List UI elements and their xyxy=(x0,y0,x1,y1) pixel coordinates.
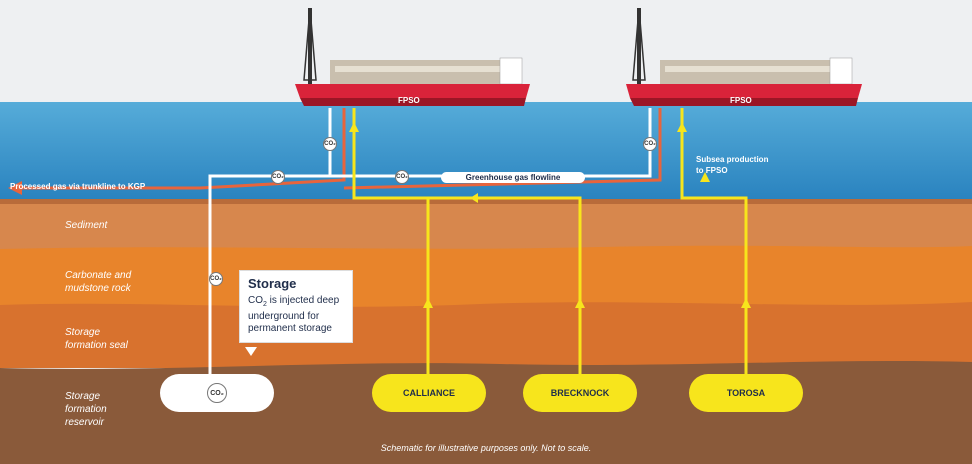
seal-layer xyxy=(0,302,972,368)
fpso-vessel-1 xyxy=(295,7,530,106)
sediment-layer xyxy=(0,199,972,249)
storage-description: CO2 is injected deep underground for per… xyxy=(248,295,344,335)
carbonate-layer xyxy=(0,245,972,310)
label-seal-line2: formation seal xyxy=(65,340,128,351)
subsea-line1: Subsea production xyxy=(696,155,769,164)
label-carbonate: Carbonate and mudstone rock xyxy=(65,269,131,295)
storage-title: Storage xyxy=(248,276,297,291)
processed-gas-label: Processed gas via trunkline to KGP xyxy=(10,182,146,191)
co2-text: CO xyxy=(248,295,263,306)
storage-text-line2: underground for xyxy=(248,311,320,322)
label-sediment: Sediment xyxy=(65,220,108,231)
co2-badge-icon: CO₂ xyxy=(207,383,227,403)
footnote: Schematic for illustrative purposes only… xyxy=(380,443,592,453)
gas-trunkline xyxy=(20,108,662,190)
co2-badge-icon: CO₂ xyxy=(643,137,657,151)
production-arrows xyxy=(349,122,751,308)
co2-badge-icon: CO₂ xyxy=(271,170,285,184)
label-seal: Storage formation seal xyxy=(65,326,128,352)
field-calliance: CALLIANCE xyxy=(372,374,486,412)
label-reservoir-line1: Storage xyxy=(65,391,101,402)
storage-text-line3: permanent storage xyxy=(248,323,332,334)
fpso-label-1: FPSO xyxy=(398,96,420,105)
production-flowlines xyxy=(352,108,748,376)
storage-pointer xyxy=(245,347,257,356)
greenhouse-flowline-label: Greenhouse gas flowline xyxy=(441,172,585,183)
subsea-line2: to FPSO xyxy=(696,166,728,175)
label-reservoir: Storage formation reservoir xyxy=(65,390,107,429)
co2-storage-reservoir: CO₂ xyxy=(160,374,274,412)
storage-text-line1: CO2 is injected deep xyxy=(248,295,344,311)
co2-subscript: 2 xyxy=(263,301,267,308)
gas-arrow-head xyxy=(8,181,22,195)
fpso-vessel-2 xyxy=(626,7,862,106)
label-carbonate-line2: mudstone rock xyxy=(65,283,131,294)
storage-callout: Storage CO2 is injected deep underground… xyxy=(239,270,353,343)
label-reservoir-line2: formation xyxy=(65,404,107,415)
co2-badge-icon: CO₂ xyxy=(209,272,223,286)
storage-text-rest: is injected deep xyxy=(266,295,340,306)
label-seal-line1: Storage xyxy=(65,327,101,338)
co2-badge-icon: CO₂ xyxy=(395,170,409,184)
field-brecknock: BRECKNOCK xyxy=(523,374,637,412)
label-carbonate-line1: Carbonate and xyxy=(65,270,132,281)
co2-badge-icon: CO₂ xyxy=(323,137,337,151)
field-torosa: TOROSA xyxy=(689,374,803,412)
label-reservoir-line3: reservoir xyxy=(65,417,104,428)
fpso-label-2: FPSO xyxy=(730,96,752,105)
subsea-production-label: Subsea production to FPSO xyxy=(696,154,768,176)
